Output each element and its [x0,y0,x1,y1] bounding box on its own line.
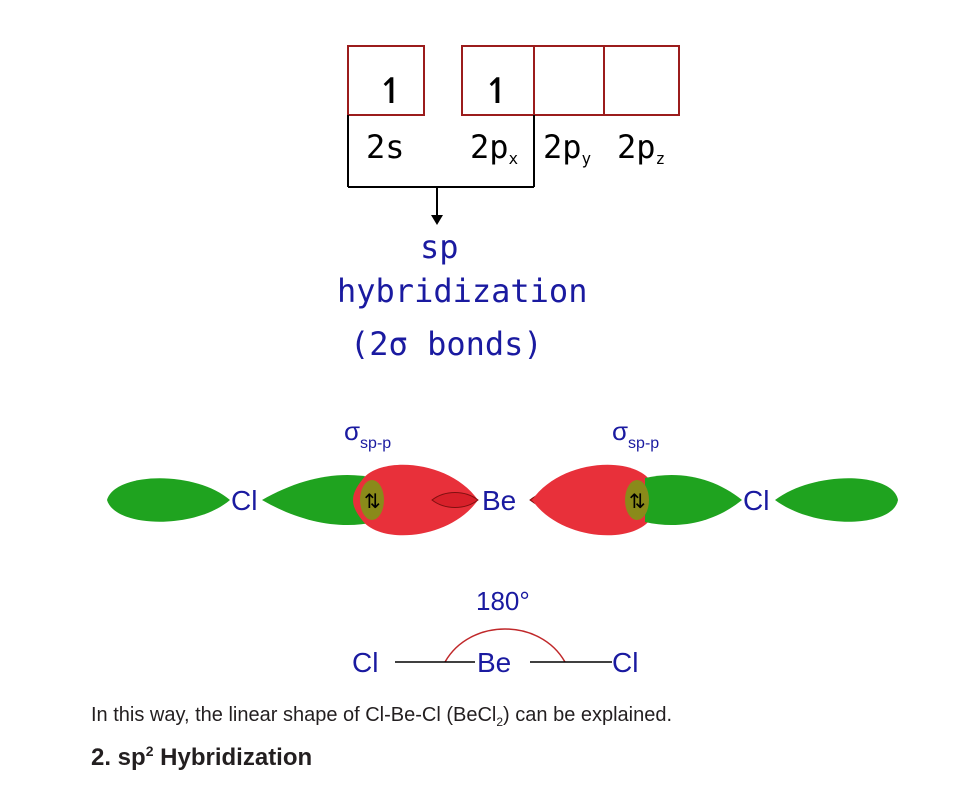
explanation-caption: In this way, the linear shape of Cl-Be-C… [91,704,672,729]
label-2px: 2px [470,128,519,168]
sigma-right-symbol: σ [612,416,628,446]
geometry-be: Be [477,647,511,678]
be-left-small-lobe [431,492,479,508]
overlap-arrows-left: ⇅ [364,489,381,513]
caption-text-after: ) can be explained. [503,704,673,726]
atom-cl-left: Cl [231,485,257,516]
label-2py-main: 2p [543,128,582,166]
molecular-orbitals [107,464,898,536]
orbital-box-2s [347,45,425,116]
sigma-label-right: σsp-p [612,416,659,452]
label-2px-sub: x [509,149,519,168]
geometry-cl-right: Cl [612,647,638,678]
overlap-arrows-right: ⇅ [629,489,646,513]
cl-right-inner-lobe [645,474,742,526]
heading-text-before: 2. sp [91,744,146,771]
hybrid-line-3: (2σ bonds) [350,325,543,363]
electron-2px: ↿ [483,59,512,115]
label-2py: 2py [543,128,592,168]
sp-hybridization-diagram: ↿ ↿ 2s 2px 2py 2pz sp hybridization (2σ … [107,45,898,678]
caption-text-before: In this way, the linear shape of Cl-Be-C… [91,704,497,726]
label-2px-main: 2p [470,128,509,166]
sigma-left-symbol: σ [344,416,360,446]
hybrid-line-1: sp [420,228,459,266]
sigma-label-left: σsp-p [344,416,391,452]
label-2pz-sub: z [656,149,666,168]
overlap-left [360,480,384,520]
sigma-right-sub: sp-p [628,435,659,452]
cl-left-outer-lobe [107,478,230,522]
orbital-box-2pz [603,45,680,116]
caption-subscript: 2 [496,715,504,729]
hybridization-bracket [347,115,535,222]
down-arrow-icon [431,215,443,225]
hybrid-line-2: hybridization [337,272,587,310]
label-2py-sub: y [582,149,592,168]
overlap-right [625,480,649,520]
be-left-lobe [353,464,478,536]
heading-superscript: 2 [145,743,154,759]
sigma-left-sub: sp-p [360,435,391,452]
atom-cl-right: Cl [743,485,769,516]
section-heading: 2. sp2 Hybridization [91,743,312,772]
label-2pz: 2pz [617,128,665,168]
cl-right-outer-lobe [775,478,898,522]
orbital-box-2py [533,45,605,116]
bond-angle-arc [444,628,566,663]
geometry-cl-left: Cl [352,647,378,678]
bond-angle-label: 180° [476,586,530,616]
electron-2s: ↿ [377,59,406,115]
orbital-box-diagram [347,45,680,116]
atom-be: Be [482,485,516,516]
be-right-lobe [532,464,659,536]
cl-left-inner-lobe [262,474,375,526]
label-2s: 2s [366,128,405,166]
heading-text-after: Hybridization [153,744,313,771]
label-2pz-main: 2p [617,128,656,166]
